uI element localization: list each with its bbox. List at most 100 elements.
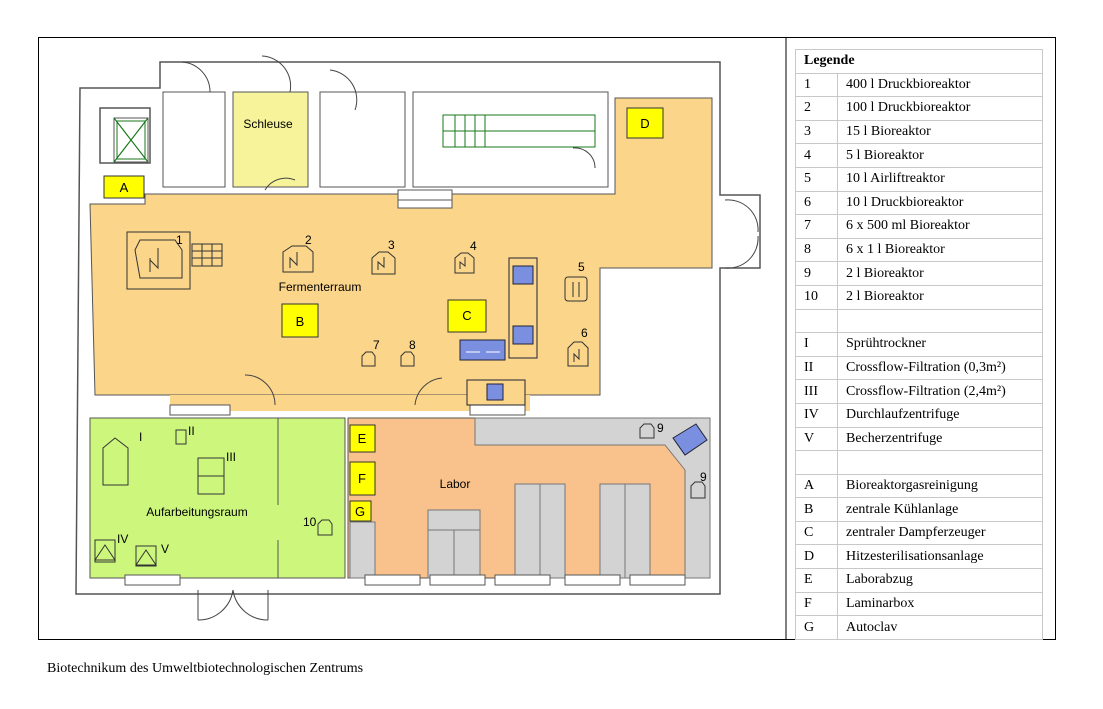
num-8: 8 [409,338,416,352]
legend-row [795,450,1043,475]
legend-value: 2 l Bioreaktor [837,284,1043,310]
legend-key: F [795,591,838,617]
roman-V: V [161,542,169,556]
reactor-9a [639,423,655,439]
legend-key: 2 [795,96,838,121]
legend-key: D [795,544,838,570]
num-2: 2 [305,233,312,247]
reactor-10 [317,519,333,536]
reactor-4 [454,252,475,274]
legend-key: G [795,615,838,640]
legend-value: zentraler Dampferzeuger [837,520,1043,546]
label-E: E [358,431,367,446]
legend-row [795,308,1043,334]
legend-value: 6 x 500 ml Bioreaktor [837,214,1043,239]
legend-value: 10 l Airliftreaktor [837,166,1043,192]
figure-frame [38,37,1056,640]
legend-value [837,308,1043,334]
num-4: 4 [470,239,477,253]
label-B: B [296,314,305,329]
box-E [349,424,376,453]
box-C [447,299,487,333]
room-label-aufarbeitungsraum: Aufarbeitungsraum [146,505,247,519]
legend-value: 100 l Druckbioreaktor [837,96,1043,121]
legend-value: 6 x 1 l Bioreaktor [837,237,1043,263]
num-9b: 9 [700,470,707,484]
legend-key: 9 [795,261,838,286]
reactor-3 [371,251,396,275]
num-6: 6 [581,326,588,340]
legend-key: C [795,520,838,546]
legend-key: 6 [795,190,838,216]
schleuse-room [232,91,309,188]
roman-I: I [139,430,142,444]
box-B [281,303,319,338]
legend-key: E [795,568,838,593]
legend-value: Laminarbox [837,591,1043,617]
label-F: F [358,471,366,486]
label-G: G [355,504,365,519]
legend-value: 400 l Druckbioreaktor [837,72,1043,98]
legend-title: Legende [795,49,1043,74]
legend-value: Sprühtrockner [837,332,1043,357]
legend-value: zentrale Kühlanlage [837,497,1043,522]
legend-key: B [795,497,838,522]
legend-key: II [795,355,838,381]
reactor-8 [400,351,415,367]
legend-key: IV [795,402,838,428]
num-10: 10 [303,515,317,529]
reactor-5 [564,276,588,302]
reactor-6 [567,341,589,367]
legend-key: 10 [795,284,838,310]
label-D: D [640,116,649,131]
aufarbeitungsraum-room [89,417,346,579]
legend-key: 5 [795,166,838,192]
legend-value: Becherzentrifuge [837,426,1043,452]
fermenter-lower-strip [170,395,530,411]
room-top-left [162,91,226,188]
reactor-1 [126,231,223,290]
num-9a: 9 [657,421,664,435]
legend-value: Crossflow-Filtration (2,4m²) [837,379,1043,404]
label-C: C [462,308,471,323]
legend-key: A [795,473,838,499]
num-5: 5 [578,260,585,274]
windows [124,189,686,586]
roman-III: III [226,450,236,464]
legend-key [795,308,838,334]
legend-key [795,450,838,475]
legend-value: Laborabzug [837,568,1043,593]
legend-value: Crossflow-Filtration (0,3m²) [837,355,1043,381]
legend-key: 1 [795,72,838,98]
legend-key: V [795,426,838,452]
box-D [626,107,664,139]
room-label-labor: Labor [440,477,471,491]
roman-IV: IV [117,532,128,546]
legend-key: 8 [795,237,838,263]
legend-value [837,450,1043,475]
legend-key: 3 [795,119,838,145]
label-A: A [120,180,129,195]
figure-caption: Biotechnikum des Umweltbiotechnologische… [47,661,364,676]
legend-value: 10 l Druckbioreaktor [837,190,1043,216]
legend-value: 5 l Bioreaktor [837,143,1043,168]
box-A [103,175,145,199]
legend-key: 7 [795,214,838,239]
